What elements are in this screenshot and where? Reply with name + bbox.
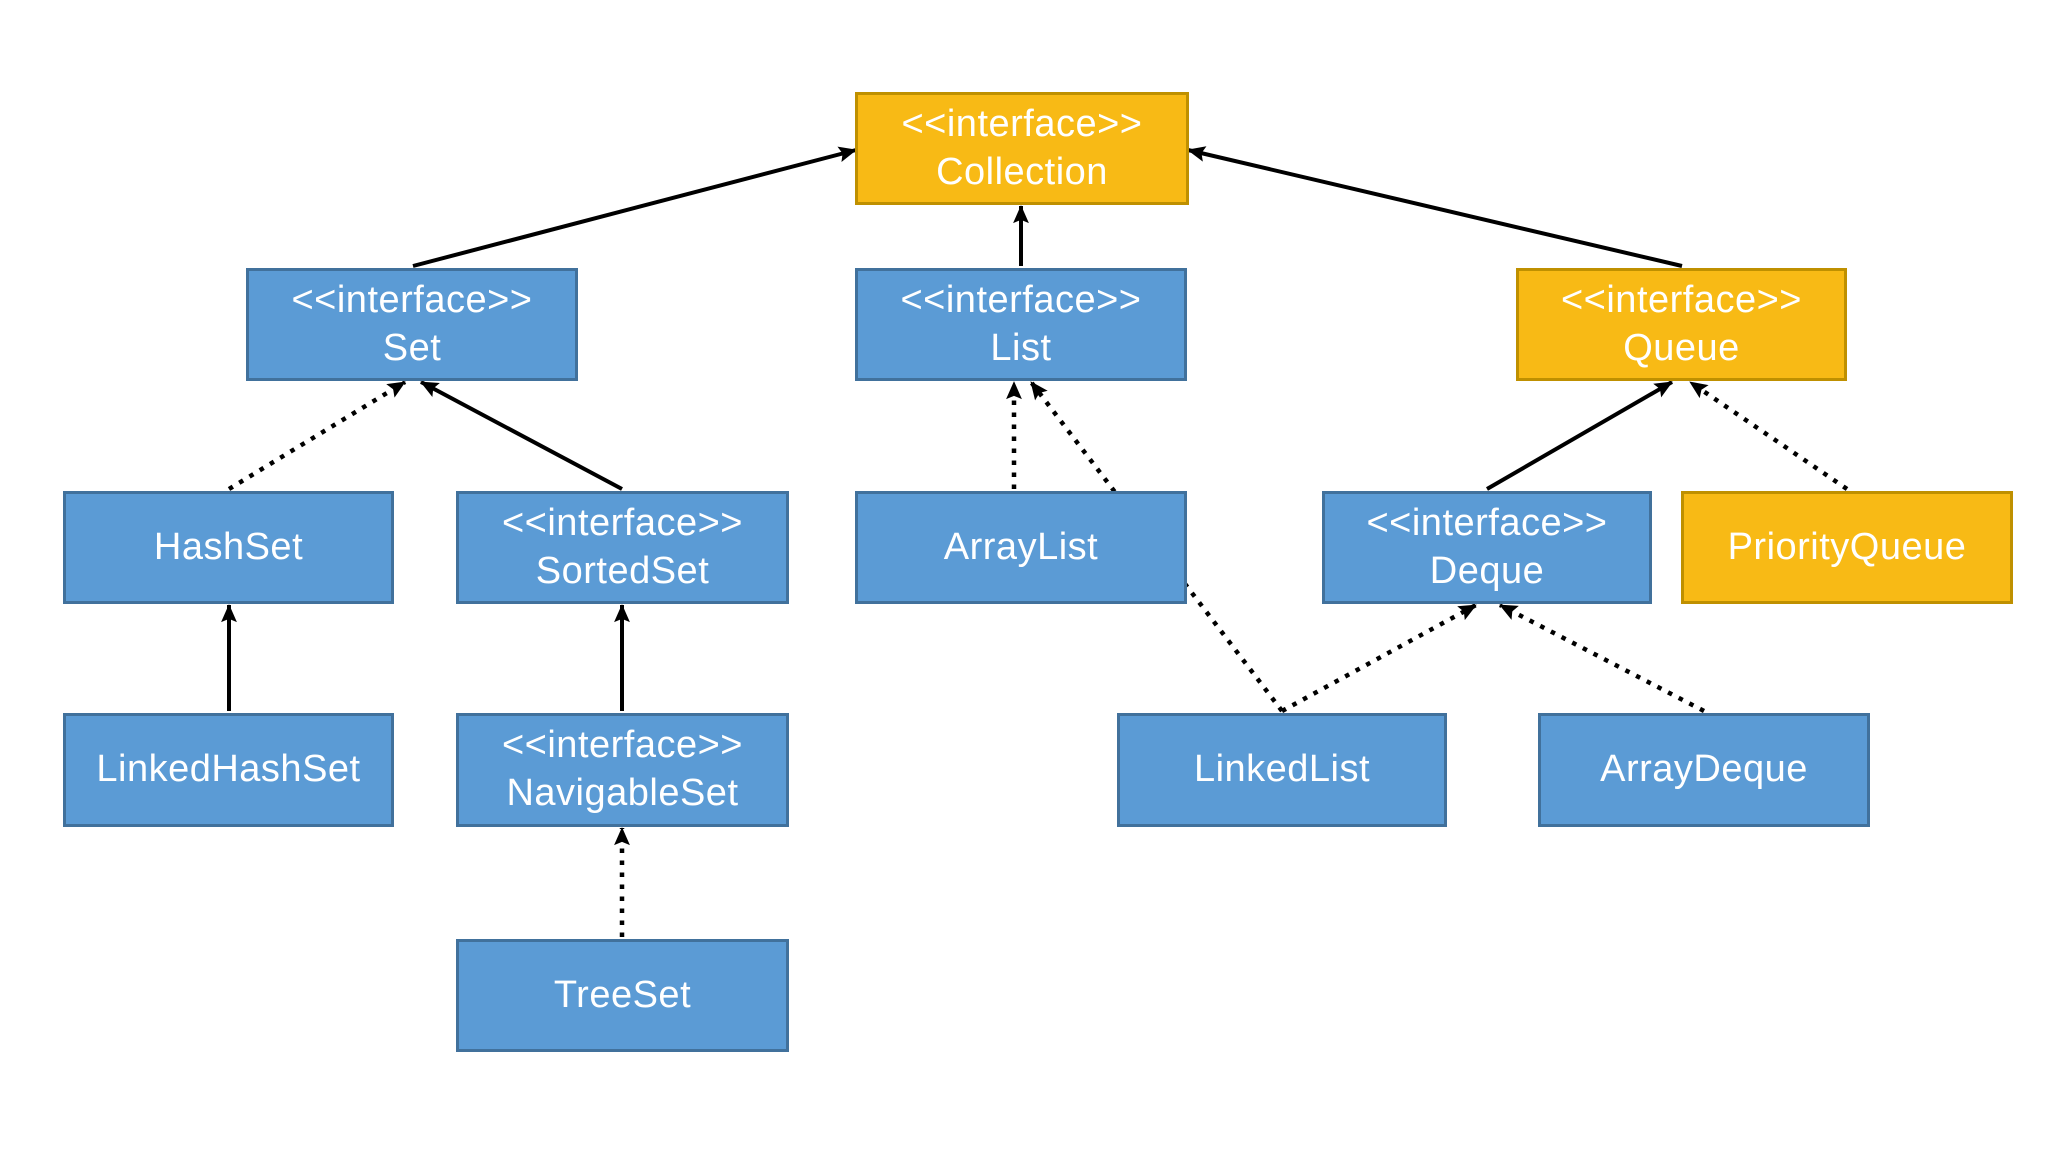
node-list-label: List	[990, 326, 1052, 369]
edge-priorityqueue-to-queue-dotted	[1688, 380, 1849, 491]
node-navigableset-stereotype: <<interface>>	[501, 724, 743, 767]
node-linkedhashset: LinkedHashSet	[63, 713, 394, 827]
node-queue: <<interface>> Queue	[1516, 268, 1847, 381]
node-collection-label: Collection	[936, 150, 1108, 193]
node-deque-stereotype: <<interface>>	[1366, 501, 1608, 544]
node-hashset: HashSet	[63, 491, 394, 604]
edge-hashset-to-set-dotted	[227, 380, 407, 491]
edge-queue-to-collection-solid	[1187, 146, 1683, 268]
node-collection-stereotype: <<interface>>	[901, 102, 1143, 145]
node-arraydeque-label: ArrayDeque	[1600, 748, 1808, 791]
node-hashset-label: HashSet	[153, 525, 304, 568]
node-queue-stereotype: <<interface>>	[1560, 278, 1802, 321]
node-list: <<interface>> List	[855, 268, 1187, 381]
node-sortedset-stereotype: <<interface>>	[501, 501, 743, 544]
node-deque-label: Deque	[1429, 549, 1545, 592]
node-navigableset: <<interface>> NavigableSet	[456, 713, 789, 827]
node-linkedlist-label: LinkedList	[1193, 748, 1371, 791]
node-treeset: TreeSet	[456, 939, 789, 1052]
edge-linkedlist-to-deque-dotted	[1280, 603, 1478, 713]
node-arraylist: ArrayList	[855, 491, 1187, 604]
node-arraydeque: ArrayDeque	[1538, 713, 1870, 827]
node-navigableset-label: NavigableSet	[506, 772, 739, 814]
edge-deque-to-queue-solid	[1485, 380, 1674, 491]
node-collection: <<interface>> Collection	[855, 92, 1189, 205]
node-sortedset-label: SortedSet	[535, 549, 710, 592]
node-queue-label: Queue	[1623, 326, 1740, 369]
node-arraylist-label: ArrayList	[943, 525, 1099, 568]
node-priorityqueue: PriorityQueue	[1681, 491, 2013, 604]
node-treeset-label: TreeSet	[553, 973, 692, 1016]
node-list-stereotype: <<interface>>	[900, 278, 1142, 321]
node-sortedset: <<interface>> SortedSet	[456, 491, 789, 604]
edge-arraydeque-to-deque-dotted	[1498, 603, 1706, 713]
edge-set-to-collection-solid	[412, 146, 857, 268]
node-set-stereotype: <<interface>>	[291, 278, 533, 321]
edge-sortedset-to-set-solid	[420, 380, 623, 491]
node-set-label: Set	[382, 326, 442, 369]
node-linkedlist: LinkedList	[1117, 713, 1447, 827]
node-deque: <<interface>> Deque	[1322, 491, 1652, 604]
node-priorityqueue-label: PriorityQueue	[1727, 525, 1967, 568]
node-set: <<interface>> Set	[246, 268, 578, 381]
node-linkedhashset-label: LinkedHashSet	[96, 748, 361, 791]
